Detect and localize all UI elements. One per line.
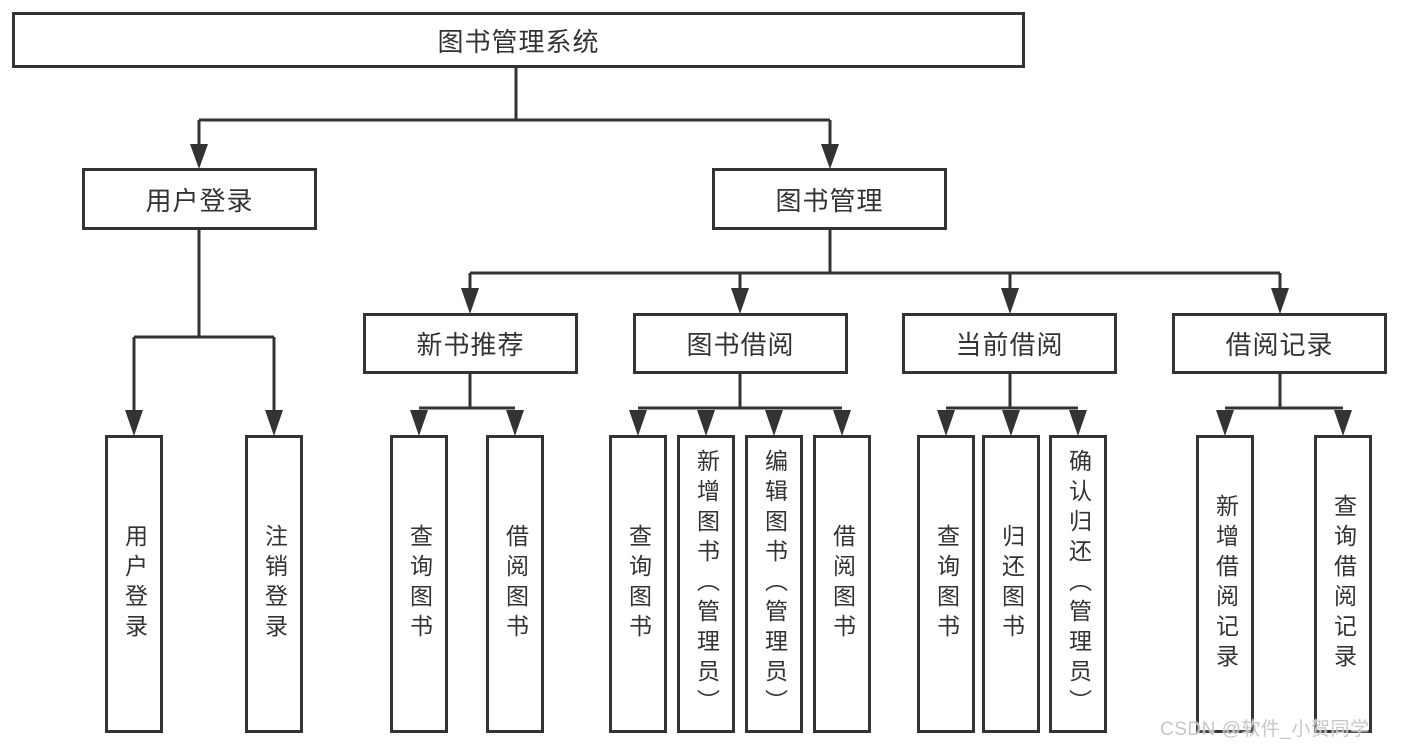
arrow-head <box>265 410 283 436</box>
node-label: 图书管理 <box>775 185 884 216</box>
arrow-head <box>821 144 839 169</box>
node-label: 图书管理系统 <box>437 26 600 57</box>
watermark: CSDN @软件_小贺同学 <box>1160 719 1370 740</box>
leaf-label: 查询借阅记录 <box>1330 494 1357 674</box>
node-label: 图书借阅 <box>686 330 795 360</box>
node-user-login-module: 用户登录 <box>82 168 317 230</box>
leaf-edit-books-admin: 编辑图书（管理员） <box>745 435 803 733</box>
arrow-head <box>697 410 715 436</box>
arrow-head <box>461 288 479 314</box>
arrow-head <box>1216 410 1234 436</box>
leaf-query-books-recommend: 查询图书 <box>390 435 448 733</box>
node-book-borrowing: 图书借阅 <box>633 313 848 374</box>
node-label: 当前借阅 <box>955 330 1064 360</box>
arrow-head <box>1001 288 1019 314</box>
node-current-borrowing: 当前借阅 <box>902 313 1117 374</box>
leaf-label: 查询图书 <box>933 524 960 644</box>
leaf-label: 注销登录 <box>261 524 288 644</box>
leaf-add-books-admin: 新增图书（管理员） <box>677 435 735 733</box>
arrow-head <box>1002 410 1020 436</box>
leaf-borrow-books-recommend: 借阅图书 <box>486 435 544 733</box>
leaf-user-login: 用户登录 <box>105 435 163 733</box>
arrow-head <box>937 410 955 436</box>
leaf-label: 借阅图书 <box>829 524 856 644</box>
leaf-label: 查询图书 <box>406 524 433 644</box>
leaf-label: 新增借阅记录 <box>1212 494 1239 674</box>
node-new-book-recommendation: 新书推荐 <box>363 313 578 374</box>
leaf-add-borrow-record: 新增借阅记录 <box>1196 435 1254 733</box>
arrow-head <box>833 410 851 436</box>
arrow-head <box>125 410 143 436</box>
arrow-head <box>190 144 208 169</box>
leaf-query-books-current: 查询图书 <box>917 435 975 733</box>
leaf-confirm-return-admin: 确认归还（管理员） <box>1049 435 1107 733</box>
arrow-head <box>1271 288 1289 314</box>
node-label: 新书推荐 <box>416 330 525 360</box>
node-book-management: 图书管理 <box>712 168 947 230</box>
node-label: 借阅记录 <box>1225 330 1334 360</box>
arrow-head <box>410 410 428 436</box>
arrow-head <box>765 410 783 436</box>
leaf-label: 编辑图书（管理员） <box>761 449 788 719</box>
arrow-head <box>1334 410 1352 436</box>
leaf-label: 确认归还（管理员） <box>1065 449 1092 719</box>
arrow-head <box>1069 410 1087 436</box>
leaf-label: 借阅图书 <box>502 524 529 644</box>
leaf-borrow-books: 借阅图书 <box>813 435 871 733</box>
leaf-return-books: 归还图书 <box>982 435 1040 733</box>
leaf-label: 查询图书 <box>625 524 652 644</box>
leaf-label: 新增图书（管理员） <box>693 449 720 719</box>
leaf-logout: 注销登录 <box>245 435 303 733</box>
arrow-head <box>629 410 647 436</box>
node-library-system: 图书管理系统 <box>12 12 1025 68</box>
node-borrowing-records: 借阅记录 <box>1172 313 1387 374</box>
arrow-head <box>506 410 524 436</box>
leaf-label: 归还图书 <box>998 524 1025 644</box>
leaf-query-borrow-record: 查询借阅记录 <box>1314 435 1372 733</box>
node-label: 用户登录 <box>145 185 254 216</box>
leaf-query-books-borrow: 查询图书 <box>609 435 667 733</box>
leaf-label: 用户登录 <box>121 524 148 644</box>
arrow-head <box>731 288 749 314</box>
